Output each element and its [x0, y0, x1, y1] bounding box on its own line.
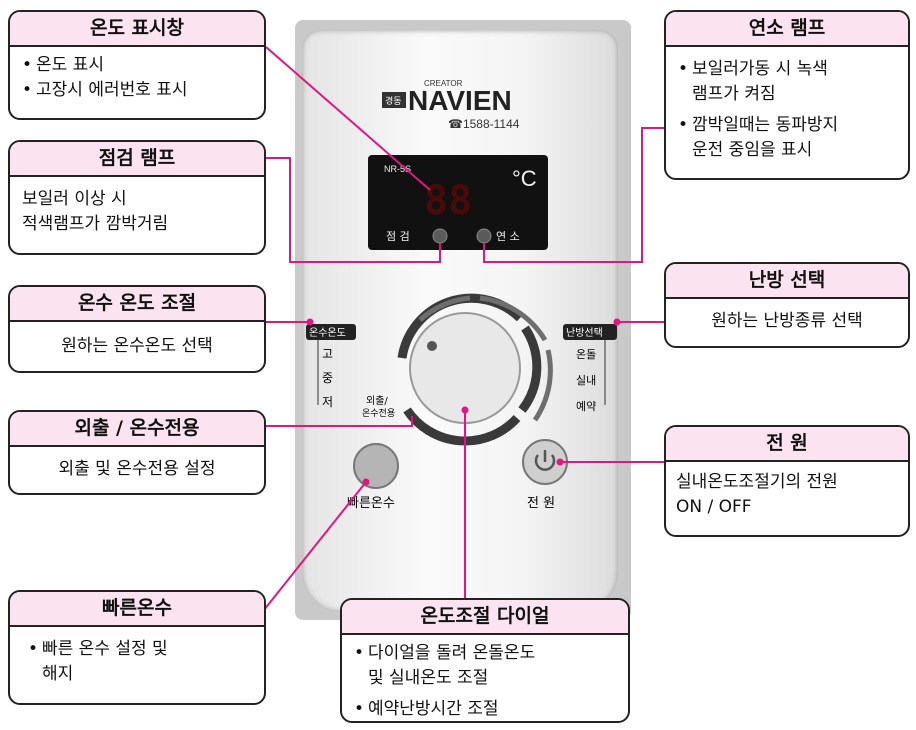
water-temp-tag-box: [306, 324, 356, 340]
brand-tag-box: [382, 92, 406, 108]
callout-line: 빠른 온수 설정 및: [28, 637, 252, 662]
dial-indicator: [427, 341, 437, 351]
check-label: 점 검: [386, 230, 410, 243]
quick-hot-water-button[interactable]: [353, 443, 399, 489]
dial-ring-light: [418, 295, 553, 422]
callout-check-lamp: 점검 램프 보일러 이상 시 적색램프가 깜박거림: [8, 140, 266, 255]
temperature-display: [368, 155, 548, 250]
callout-title: 난방 선택: [666, 264, 908, 299]
outing-label-2: 온수전용: [362, 408, 395, 419]
callout-line: ON / OFF: [676, 497, 752, 517]
callout-line: 실내온도조절기의 전원: [676, 472, 838, 492]
callout-line: 예약난방시간 조절: [354, 697, 616, 721]
display-digits: 88: [424, 178, 472, 224]
water-level-mid: 중: [322, 371, 333, 385]
phone-number: ☎1588-1144: [448, 117, 520, 131]
leader-check-lamp: [264, 157, 441, 263]
heating-tag-box: [563, 324, 617, 340]
quick-hot-label: 빠른온수: [347, 496, 395, 511]
callout-power: 전 원 실내온도조절기의 전원 ON / OFF: [664, 425, 910, 537]
power-label: 전 원: [527, 496, 555, 511]
heating-tag: 난방선택: [566, 327, 603, 339]
heating-mode-reserve: 예약: [576, 399, 596, 413]
brand-tag: 경동: [385, 95, 402, 107]
leader-combustion: [483, 127, 664, 263]
combust-label: 연 소: [496, 230, 520, 243]
leader-quick-hot: [263, 481, 367, 611]
model-label: NR-5S: [384, 164, 411, 174]
callout-line: 고장시 에러번호 표시: [22, 78, 252, 103]
callout-title: 전 원: [666, 427, 908, 462]
callout-line: 해지: [42, 664, 74, 684]
callout-title: 연소 램프: [666, 12, 908, 47]
callout-text: 원하는 온수온도 선택: [61, 336, 213, 356]
combustion-lamp: [476, 228, 492, 244]
callout-text: 외출 및 온수전용 설정: [58, 459, 216, 479]
water-level-low: 저: [322, 395, 333, 409]
unit-label: °C: [512, 166, 537, 191]
power-icon: [534, 450, 556, 471]
leader-display: [265, 46, 431, 191]
leader-lines: [263, 46, 664, 611]
callout-title: 점검 램프: [10, 142, 264, 177]
callout-title: 온도 표시창: [10, 12, 264, 47]
water-level-high: 고: [322, 347, 333, 361]
creator-label: CREATOR: [424, 79, 463, 88]
callout-heating: 난방 선택 원하는 난방종류 선택: [664, 262, 910, 348]
callout-title: 외출 / 온수전용: [10, 412, 264, 447]
leader-dots: [306, 318, 621, 486]
callout-line: 온도 표시: [22, 53, 252, 78]
check-lamp: [432, 228, 448, 244]
callout-line: 보일러 이상 시: [22, 189, 127, 209]
callout-line: 적색램프가 깜박거림: [22, 214, 169, 234]
heating-mode-indoor: 실내: [576, 374, 596, 387]
outing-label-1: 외출/: [366, 395, 388, 407]
leader-outing: [264, 416, 413, 427]
callout-text: 원하는 난방종류 선택: [711, 311, 863, 331]
callout-title: 빠른온수: [10, 592, 264, 627]
callout-display: 온도 표시창 온도 표시 고장시 에러번호 표시: [8, 10, 266, 120]
brand-logo: NAVIEN: [408, 85, 512, 116]
callout-quick-hot: 빠른온수 빠른 온수 설정 및 해지: [8, 590, 266, 705]
callout-water-temp: 온수 온도 조절 원하는 온수온도 선택: [8, 285, 266, 373]
callout-title: 온수 온도 조절: [10, 287, 264, 322]
callout-title: 온도조절 다이얼: [342, 600, 628, 635]
callout-outing: 외출 / 온수전용 외출 및 온수전용 설정: [8, 410, 266, 495]
water-temp-tag: 온수온도: [309, 327, 346, 339]
heating-mode-ondol: 온돌: [576, 348, 596, 361]
